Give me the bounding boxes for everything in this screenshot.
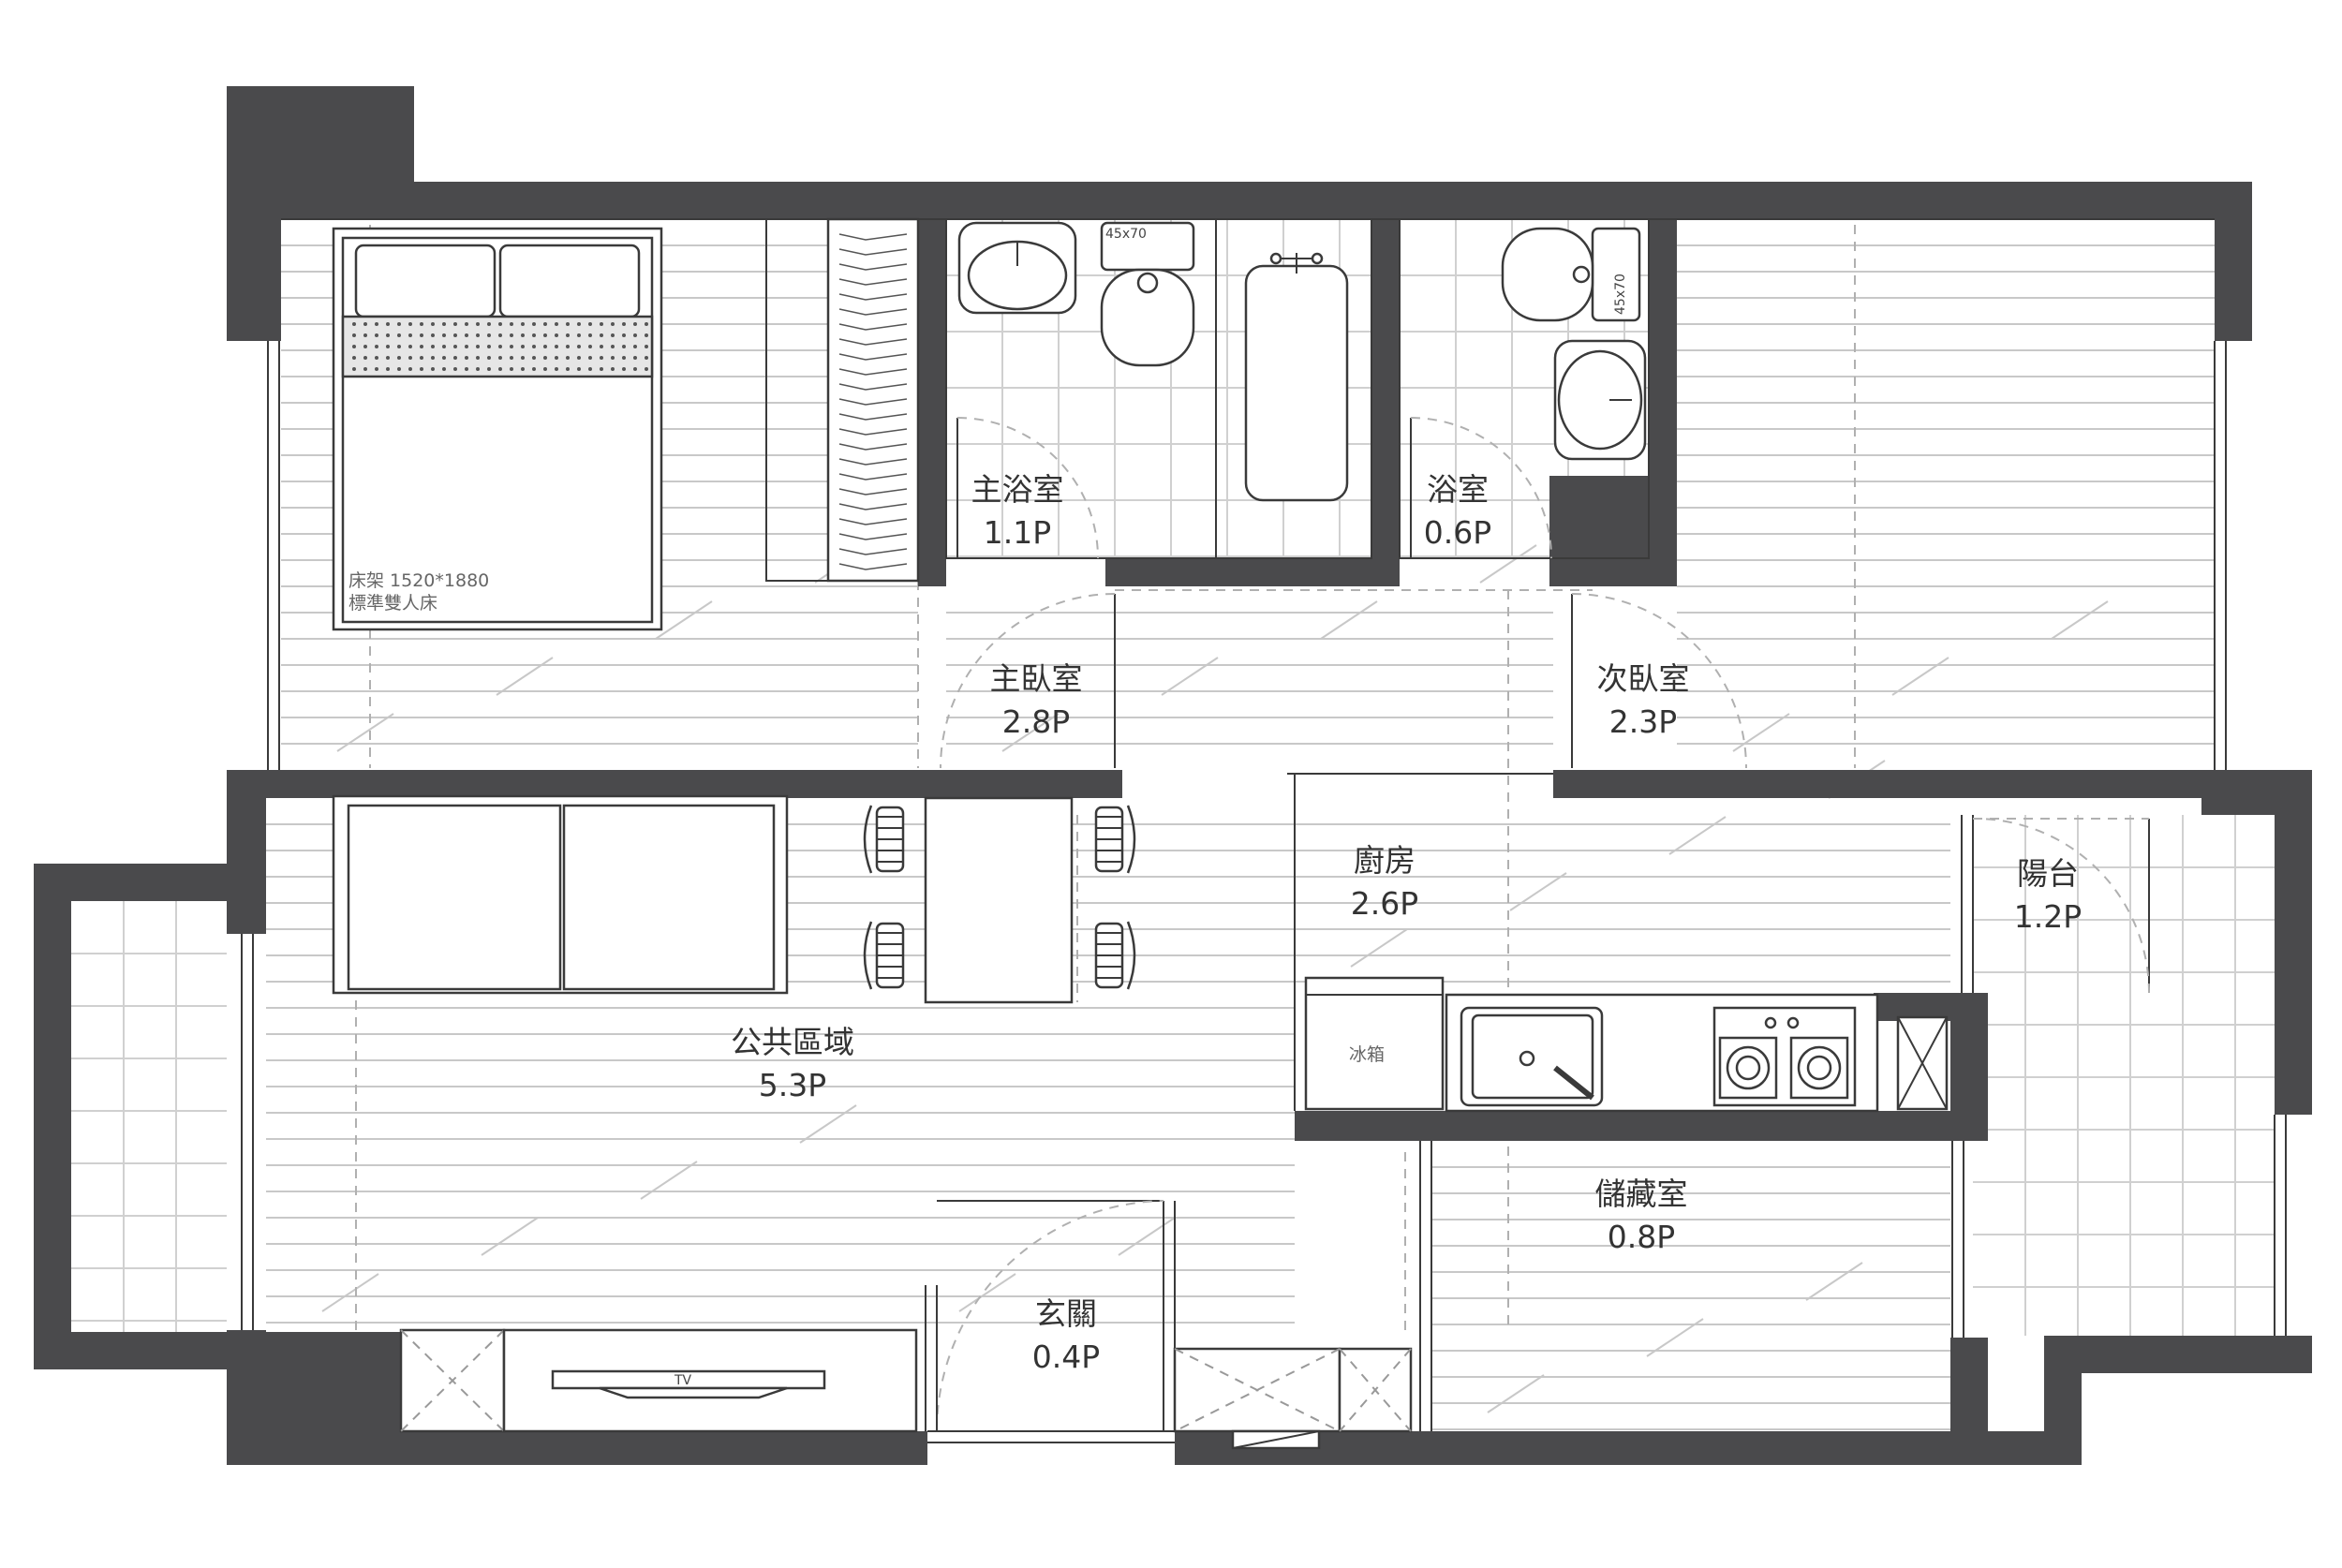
toilet-icon: 45x70 [1501, 227, 1641, 322]
chair-icon [863, 805, 905, 874]
tv-label: TV [674, 1373, 692, 1388]
room-name-bath: 浴室 [1427, 471, 1489, 508]
door-swing-icon [925, 417, 2150, 1432]
room-area-master-bath: 1.1P [984, 514, 1051, 551]
hanger-icon [838, 293, 908, 301]
hanger-icon [838, 518, 908, 525]
room-labels: 主浴室 1.1P 浴室 0.6P 主臥室 2.8P 次臥室 2.3P 廚房 2.… [731, 471, 2082, 1375]
hanger-icon [838, 233, 908, 241]
hanger-icon [838, 503, 908, 510]
wood-floor-hatch [1677, 244, 2215, 752]
walls [34, 86, 2312, 1465]
chair-icon [1094, 921, 1136, 990]
fridge-label: 冰箱 [1349, 1044, 1385, 1065]
wood-floor-hatch [1431, 1166, 1950, 1430]
sink-icon [1553, 339, 1647, 461]
room-name-entrance: 玄關 [1035, 1295, 1097, 1332]
hanger-icon [838, 383, 908, 391]
toilet-size-label: 45x70 [1105, 227, 1147, 242]
toilet-size-label: 45x70 [1613, 274, 1628, 315]
room-name-master-bedroom: 主臥室 [990, 660, 1083, 697]
hanger-icon [838, 338, 908, 346]
hanger-icon [838, 398, 908, 406]
bed-size-label: 床架 1520*1880 [348, 570, 489, 591]
partitions [1163, 815, 1974, 1431]
hanger-icon [838, 323, 908, 331]
tile-grid [1973, 815, 2275, 1336]
sink-icon [957, 221, 1077, 315]
room-name-kitchen: 廚房 [1354, 842, 1416, 879]
sink-icon [1460, 1006, 1604, 1107]
hanger-icon [838, 548, 908, 555]
tile-grid [71, 901, 227, 1332]
sofa-icon [332, 794, 789, 995]
bed-icon: 床架 1520*1880 標準雙人床 [332, 227, 663, 631]
hanger-icon [838, 353, 908, 361]
room-area-balcony: 1.2P [2014, 898, 2082, 935]
wood-floor-hatch [1295, 760, 1950, 983]
hanger-icon [838, 263, 908, 271]
wood-floor-hatch [946, 544, 1553, 752]
master-bath-fixtures: 45x70 [945, 218, 1372, 559]
chair-icon [1094, 805, 1136, 874]
kitchen-fixtures: 冰箱 [1287, 773, 1949, 1113]
toilet-icon: 45x70 [1100, 221, 1195, 367]
room-area-kitchen: 2.6P [1351, 885, 1418, 922]
room-area-second-bedroom: 2.3P [1609, 703, 1677, 740]
hanger-icon [838, 428, 908, 436]
fridge-icon: 冰箱 [1304, 976, 1445, 1111]
bath-fixtures: 45x70 [1399, 218, 1650, 559]
hanger-icon [838, 443, 908, 451]
room-area-public-area: 5.3P [759, 1067, 826, 1103]
room-name-second-bedroom: 次臥室 [1597, 660, 1690, 697]
hanger-icon [838, 458, 908, 466]
wardrobe [765, 217, 920, 583]
hanger-icon [838, 308, 908, 316]
hanger-icon [838, 368, 908, 376]
room-area-bath: 0.6P [1424, 514, 1491, 551]
room-name-storage: 儲藏室 [1595, 1176, 1688, 1212]
stove-icon [1712, 1006, 1857, 1107]
bed-type-label: 標準雙人床 [348, 593, 437, 614]
room-area-storage: 0.8P [1608, 1219, 1675, 1255]
bathtub-icon [1215, 219, 1349, 558]
room-name-balcony: 陽台 [2017, 855, 2079, 892]
hanger-icon [838, 278, 908, 286]
room-area-entrance: 0.4P [1032, 1339, 1100, 1375]
hanger-icon [838, 563, 908, 570]
dining-table-icon [863, 796, 1136, 1004]
hanger-icon [838, 473, 908, 481]
tv-icon: TV [551, 1369, 826, 1399]
room-area-master-bedroom: 2.8P [1002, 703, 1070, 740]
hanger-icon [838, 533, 908, 540]
room-name-master-bath: 主浴室 [971, 471, 1064, 508]
hanger-icon [838, 248, 908, 256]
chair-icon [863, 921, 905, 990]
hanger-icon [838, 488, 908, 496]
hanger-icon [838, 413, 908, 421]
room-name-public-area: 公共區域 [731, 1024, 854, 1060]
